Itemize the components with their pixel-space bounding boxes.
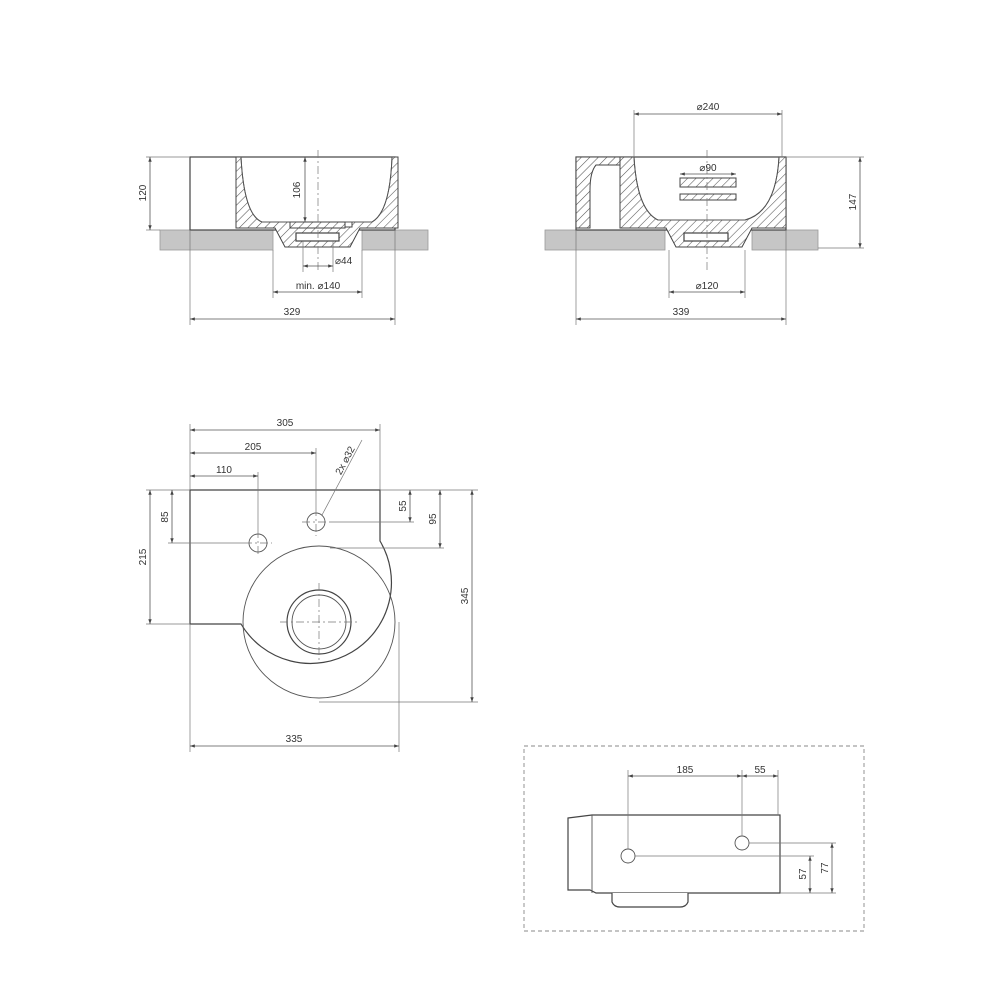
dim-left-offset-top: 110 bbox=[216, 465, 232, 476]
dim-hole-spacing-detail: 185 bbox=[677, 765, 694, 776]
dim-depth-front: 106 bbox=[292, 181, 303, 198]
dim-left-height-top: 215 bbox=[138, 548, 149, 565]
dim-depth-total-top: 345 bbox=[460, 587, 471, 604]
side-view: ⌀240 ⌀90 147 ⌀120 339 bbox=[544, 102, 864, 325]
top-view: 305 205 110 2x ⌀32 85 215 55 95 345 335 bbox=[138, 418, 478, 752]
countertop-right-side bbox=[751, 229, 819, 251]
dim-waste-front: ⌀44 bbox=[335, 256, 353, 267]
dim-overflow-side: ⌀90 bbox=[699, 163, 717, 174]
waste-fitting-front bbox=[289, 221, 346, 229]
detail-view: 185 55 57 77 bbox=[523, 745, 865, 932]
dim-left-depth-top: 85 bbox=[160, 511, 171, 523]
dim-tap-offset-top: 205 bbox=[245, 442, 262, 453]
overflow-slot-side bbox=[679, 177, 737, 188]
waste-pipe-front bbox=[295, 232, 340, 242]
dim-width-top: 305 bbox=[277, 418, 294, 429]
dim-hole-height-a: 57 bbox=[798, 868, 809, 880]
dim-right-hole-top: 55 bbox=[398, 500, 409, 512]
basin-section-side-left bbox=[575, 156, 621, 229]
basin-body-front bbox=[189, 156, 396, 231]
waste-outlet-elevation bbox=[611, 893, 689, 908]
dim-width-side: 339 bbox=[673, 307, 690, 318]
dim-width-front: 329 bbox=[284, 307, 301, 318]
dim-tap-diameter-top: 2x ⌀32 bbox=[334, 444, 358, 476]
dim-right-depth-top: 95 bbox=[428, 513, 439, 525]
dim-cutout-front: min. ⌀140 bbox=[296, 281, 341, 292]
dim-height-side: 147 bbox=[848, 193, 859, 210]
waste-pipe-side bbox=[683, 232, 729, 242]
dim-height-front: 120 bbox=[138, 184, 149, 201]
overflow-slot-lower-side bbox=[679, 193, 737, 201]
countertop-left-side bbox=[544, 229, 666, 251]
dim-bowl-side: ⌀240 bbox=[697, 102, 720, 113]
countertop-left-front bbox=[159, 229, 274, 251]
dim-hole-edge-detail: 55 bbox=[754, 765, 766, 776]
dim-hole-height-b: 77 bbox=[820, 862, 831, 874]
basin-back-elevation bbox=[567, 814, 781, 894]
bowl-rim-top bbox=[242, 545, 396, 699]
dim-width-total-top: 335 bbox=[286, 734, 303, 745]
dim-waste-side: ⌀120 bbox=[696, 281, 719, 292]
leader-line bbox=[321, 439, 363, 516]
front-view: 120 106 ⌀44 min. ⌀140 329 bbox=[138, 150, 429, 325]
basin-inner-side bbox=[633, 156, 780, 221]
detail-frame bbox=[523, 745, 865, 932]
